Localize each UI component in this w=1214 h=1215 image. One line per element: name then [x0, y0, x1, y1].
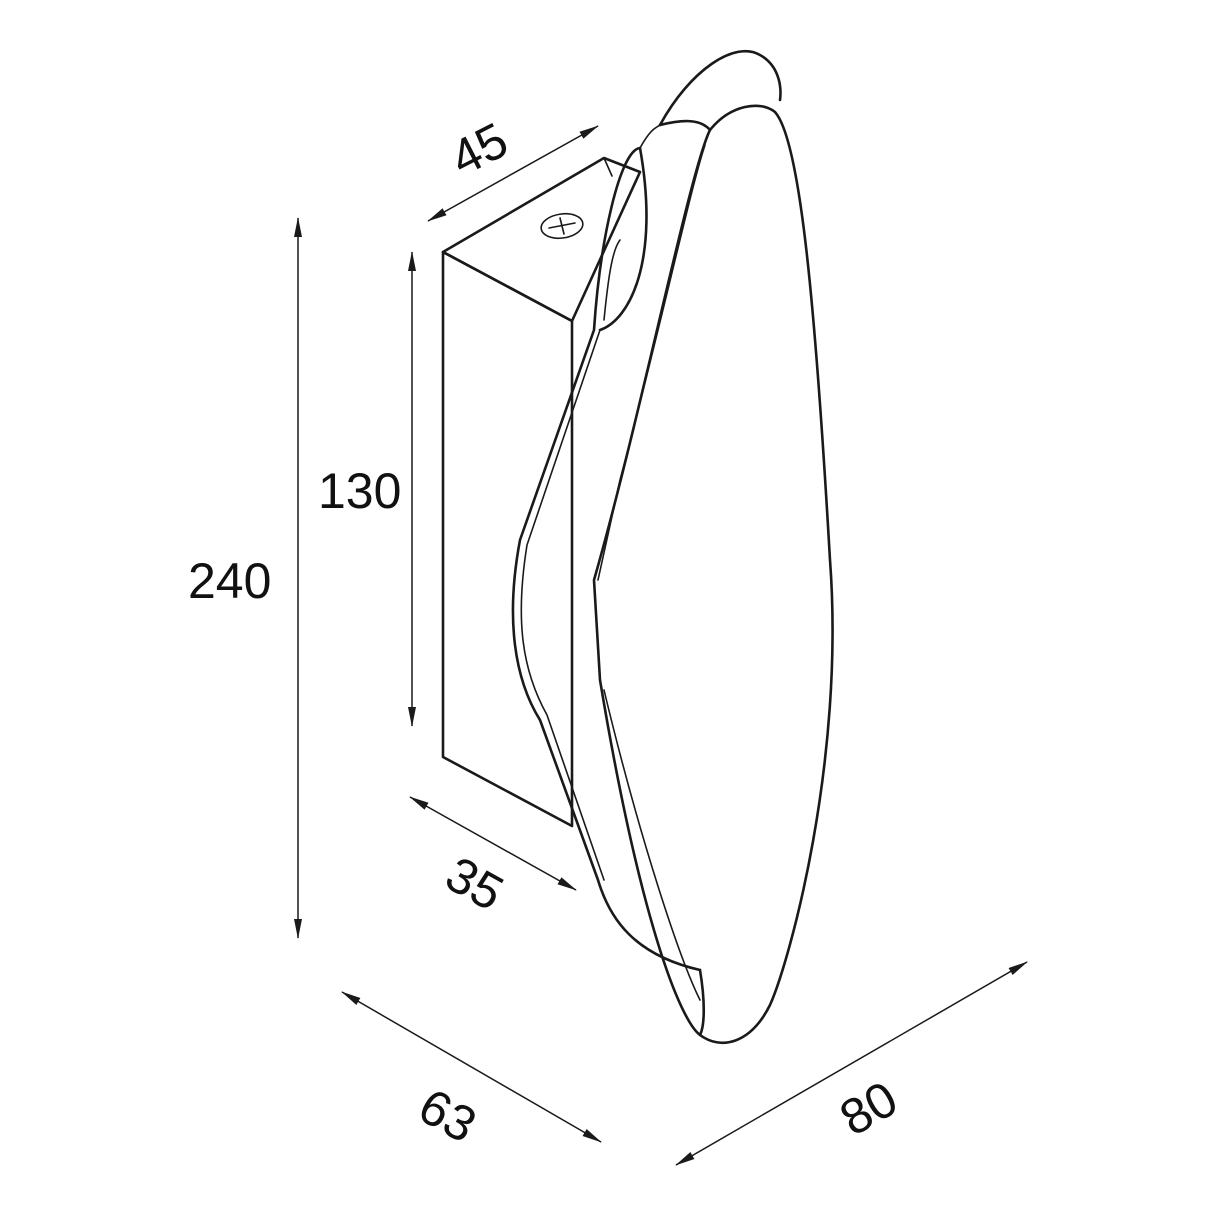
label-35: 35 — [437, 846, 513, 922]
dim-line-35 — [409, 796, 577, 891]
front-panel-outline — [592, 104, 834, 1045]
front-panel-inner-edge — [597, 144, 706, 581]
dim-line-63 — [341, 991, 602, 1143]
label-130: 130 — [318, 463, 401, 519]
dimension-labels: 240 130 45 35 63 80 — [188, 112, 907, 1154]
bracket-front-face — [441, 250, 574, 828]
dim-line-45 — [427, 125, 599, 222]
label-240: 240 — [188, 553, 271, 609]
label-80: 80 — [831, 1070, 907, 1146]
label-45: 45 — [442, 112, 517, 187]
back-shell-outline — [511, 49, 782, 972]
lamp-body-back — [511, 49, 782, 972]
dimension-lines — [294, 125, 1028, 1166]
label-63: 63 — [410, 1078, 486, 1154]
dim-line-80 — [675, 961, 1028, 1166]
screw-icon — [540, 212, 584, 240]
lamp-body-front — [592, 104, 834, 1045]
